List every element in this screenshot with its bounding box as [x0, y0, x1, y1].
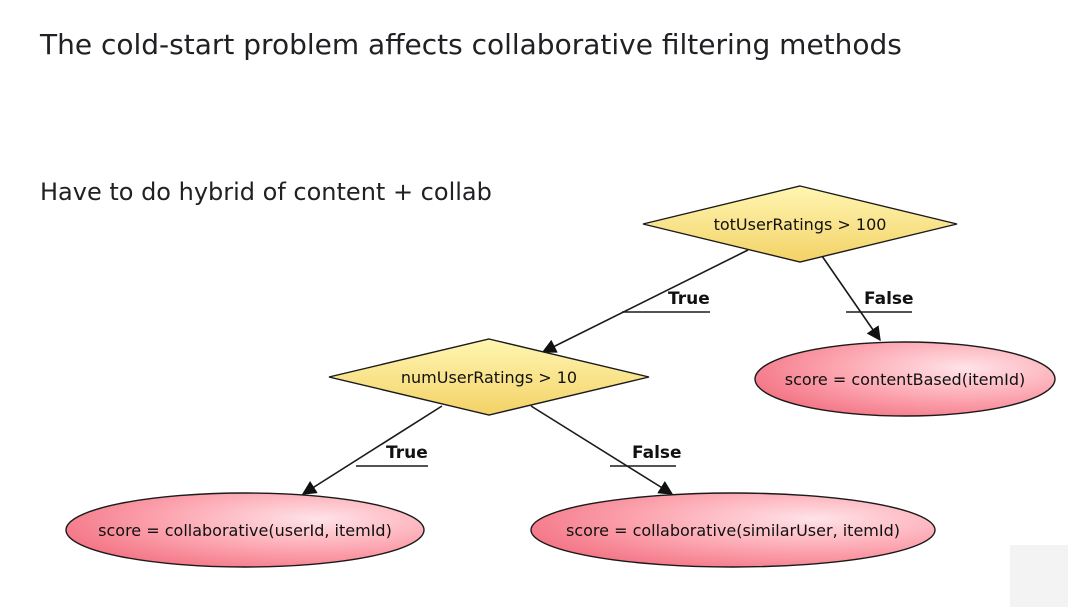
decision-node-child: numUserRatings > 10: [328, 338, 650, 416]
outcome-node-content-based: score = contentBased(itemId): [754, 341, 1056, 417]
edge-label-root-false: False: [846, 289, 914, 313]
edge-root-false: [821, 255, 881, 342]
outcome-label-content-based: score = contentBased(itemId): [785, 370, 1025, 389]
slide-title: The cold-start problem affects collabora…: [40, 28, 902, 61]
decision-label-child: numUserRatings > 10: [401, 368, 577, 387]
corner-overlay: [1010, 545, 1068, 607]
svg-text:True: True: [668, 289, 710, 309]
svg-text:False: False: [632, 443, 682, 463]
decision-label-root: totUserRatings > 100: [714, 215, 887, 234]
edge-label-child-false: False: [610, 443, 682, 467]
outcome-node-collab-user: score = collaborative(userId, itemId): [65, 492, 425, 568]
edges: [301, 249, 881, 495]
edge-child-true: [301, 405, 443, 495]
outcome-label-collab-user: score = collaborative(userId, itemId): [98, 521, 392, 540]
slide-subtitle: Have to do hybrid of content + collab: [40, 178, 492, 206]
edge-root-true: [541, 249, 749, 353]
decision-node-root: totUserRatings > 100: [642, 185, 958, 263]
edge-child-false: [530, 405, 674, 495]
edge-label-child-true: True: [356, 443, 428, 467]
edge-label-root-true: True: [622, 289, 710, 313]
svg-text:True: True: [386, 443, 428, 463]
outcome-label-collab-similar: score = collaborative(similarUser, itemI…: [566, 521, 900, 540]
outcome-node-collab-similar: score = collaborative(similarUser, itemI…: [530, 492, 936, 568]
svg-text:False: False: [864, 289, 914, 309]
